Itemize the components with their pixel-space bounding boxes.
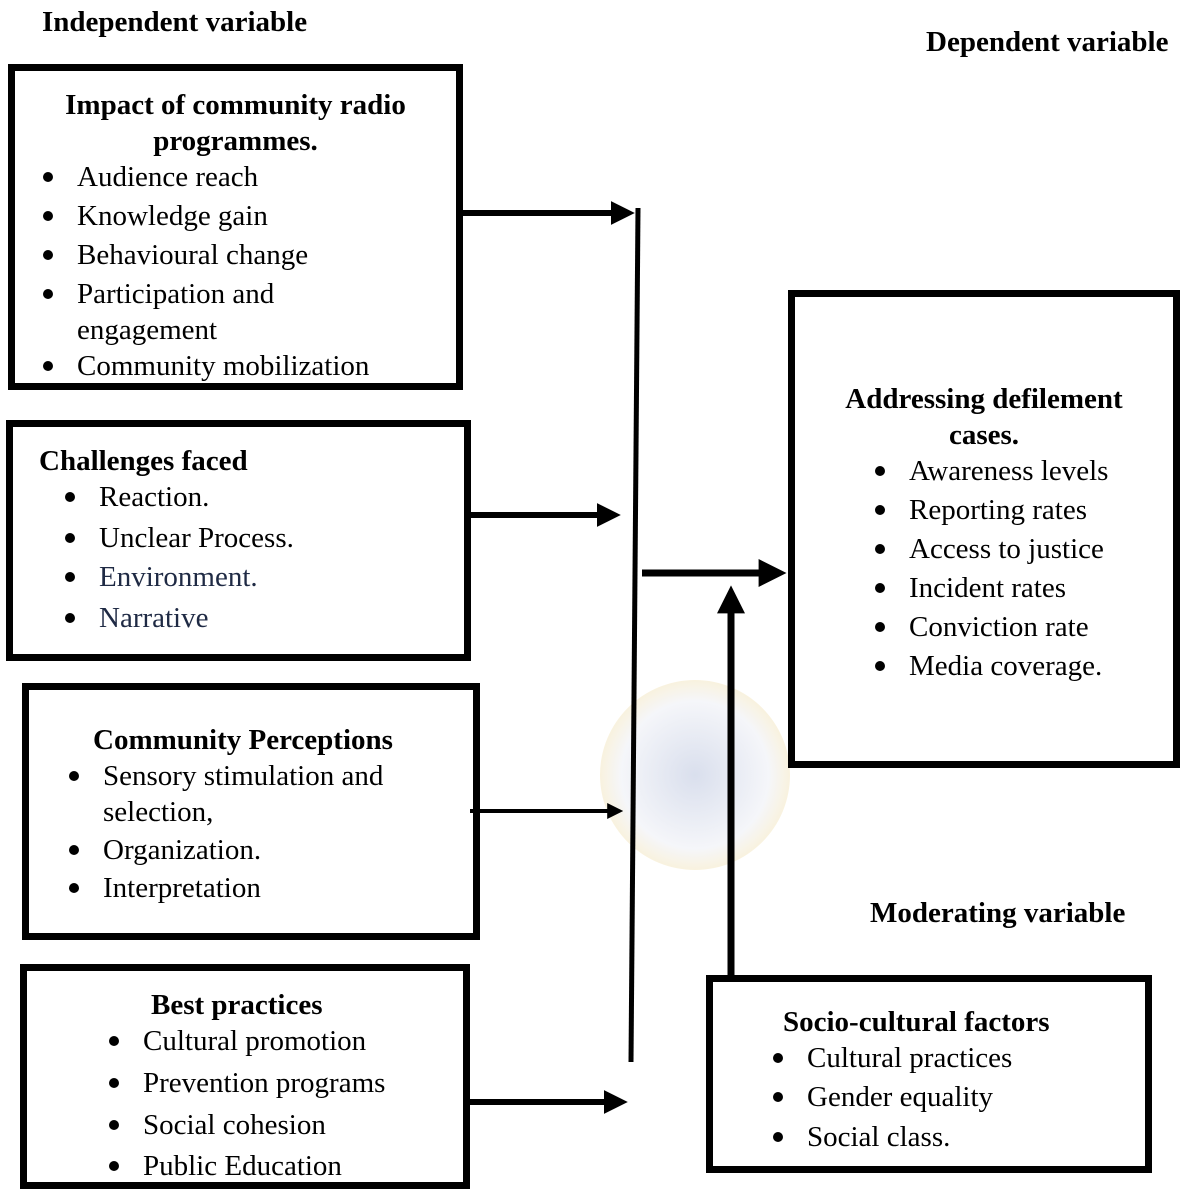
list-item: Cultural promotion xyxy=(95,1023,463,1059)
list-item: Incident rates xyxy=(861,570,1173,606)
vertical-connector xyxy=(628,207,641,1063)
list-item: Public Education xyxy=(95,1148,463,1184)
list-item: Conviction rate xyxy=(861,609,1173,645)
box-title: Impact of community radio programmes. xyxy=(65,89,406,157)
independent-variable-label: Independent variable xyxy=(42,6,308,38)
bullet-icon xyxy=(43,172,53,182)
bullet-icon xyxy=(43,250,53,260)
list-item: Community mobilization xyxy=(29,348,456,384)
bullet-icon xyxy=(69,771,79,781)
list-item: Cultural practices xyxy=(759,1040,1145,1076)
moderating-variable-label: Moderating variable xyxy=(870,897,1126,929)
box-community-perceptions: Community Perceptions Sensory stimulatio… xyxy=(22,683,480,940)
list-item: Behavioural change xyxy=(29,237,456,273)
box-radio-programmes: Impact of community radio programmes. Au… xyxy=(8,64,463,390)
list-item: Participation and engagement xyxy=(29,276,307,348)
list-item: Environment. xyxy=(51,559,464,595)
bullet-icon xyxy=(65,572,75,582)
bullet-icon xyxy=(69,883,79,893)
bullet-icon xyxy=(109,1161,119,1171)
list-item: Unclear Process. xyxy=(51,520,464,556)
bullet-icon xyxy=(109,1078,119,1088)
bullet-icon xyxy=(773,1132,783,1142)
bullet-icon xyxy=(69,845,79,855)
bullet-icon xyxy=(875,622,885,632)
bullet-icon xyxy=(875,505,885,515)
list-item: Gender equality xyxy=(759,1079,1145,1115)
list-item: Media coverage. xyxy=(861,648,1173,684)
dependent-variable-label: Dependent variable xyxy=(926,26,1169,58)
bullet-icon xyxy=(43,289,53,299)
list-item: Access to justice xyxy=(861,531,1173,567)
box-title: Best practices xyxy=(151,989,323,1021)
bullet-icon xyxy=(773,1092,783,1102)
box-title: Socio-cultural factors xyxy=(783,1006,1050,1038)
bullet-icon xyxy=(43,361,53,371)
box-title: Challenges faced xyxy=(39,445,248,477)
bullet-icon xyxy=(65,533,75,543)
list-item: Organization. xyxy=(55,832,473,868)
box-title: Community Perceptions xyxy=(93,724,393,756)
box-best-practices: Best practices Cultural promotion Preven… xyxy=(20,964,470,1189)
list-item: Knowledge gain xyxy=(29,198,456,234)
watermark-seal xyxy=(600,680,790,870)
list-item: Reaction. xyxy=(51,479,464,515)
box-socio-cultural-factors: Socio-cultural factors Cultural practice… xyxy=(706,975,1152,1173)
box-challenges: Challenges faced Reaction. Unclear Proce… xyxy=(6,420,471,661)
bullet-icon xyxy=(875,661,885,671)
bullet-icon xyxy=(875,544,885,554)
bullet-icon xyxy=(875,466,885,476)
box-title: Addressing defilement cases. xyxy=(845,383,1123,451)
bullet-icon xyxy=(109,1120,119,1130)
bullet-icon xyxy=(65,613,75,623)
list-item: Social cohesion xyxy=(95,1107,463,1143)
list-item: Reporting rates xyxy=(861,492,1173,528)
list-item: Narrative xyxy=(51,600,464,636)
list-item: Social class. xyxy=(759,1119,1145,1155)
list-item: Awareness levels xyxy=(861,453,1173,489)
bullet-icon xyxy=(43,211,53,221)
bullet-icon xyxy=(65,492,75,502)
list-item: Prevention programs xyxy=(95,1065,463,1101)
box-defilement-cases: Addressing defilement cases. Awareness l… xyxy=(788,290,1180,768)
bullet-icon xyxy=(875,583,885,593)
list-item: Interpretation xyxy=(55,870,473,906)
list-item: Sensory stimulation and selection, xyxy=(55,758,433,830)
list-item: Audience reach xyxy=(29,159,456,195)
bullet-icon xyxy=(109,1036,119,1046)
bullet-icon xyxy=(773,1053,783,1063)
